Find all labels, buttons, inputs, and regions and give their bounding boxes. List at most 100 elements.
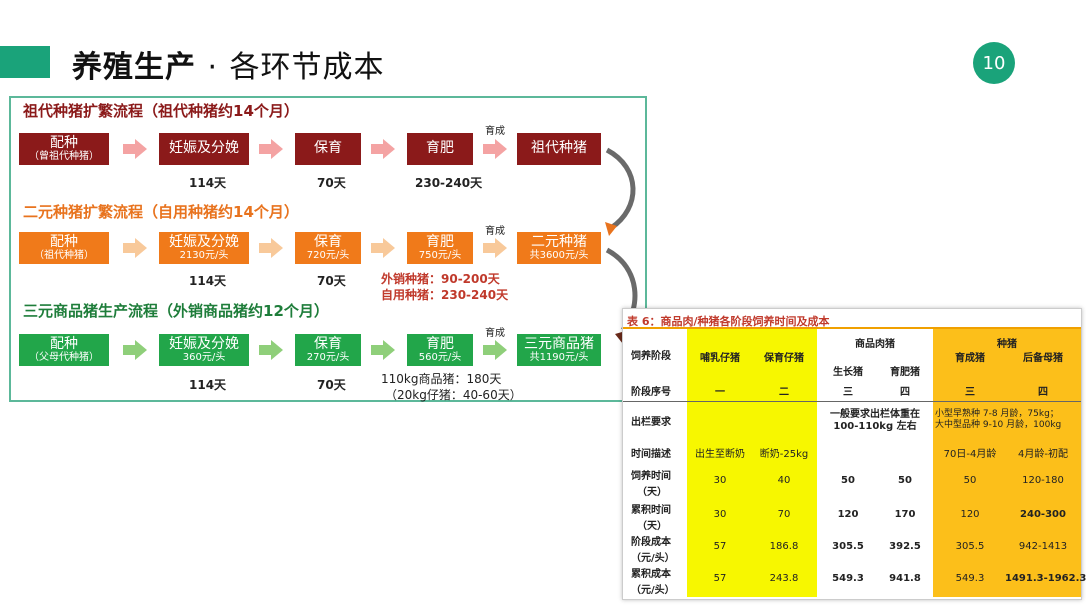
row-header: （元/头）: [631, 553, 675, 564]
title-sub: 各环节成本: [229, 50, 385, 85]
step-label: 配种: [50, 335, 78, 352]
step-label: 二元种猪: [531, 233, 587, 250]
requirement-line: 一般要求出栏体重在: [830, 409, 920, 420]
step-sub: （祖代种猪）: [34, 250, 94, 262]
title-separator: ·: [207, 50, 218, 85]
flow-step-finishing: 育肥: [407, 133, 473, 165]
piglet-columns-bg: [687, 329, 817, 597]
flow-step-breeding: 配种 （曾祖代种猪）: [19, 133, 109, 165]
table-cell-seq: 三: [965, 387, 975, 398]
table-cell-seq: 四: [1038, 387, 1048, 398]
duration-label: 230-240天: [415, 176, 483, 190]
step-label: 三元商品猪: [524, 335, 594, 352]
flow-heading-commercial: 三元商品猪生产流程（外销商品猪约12个月）: [23, 302, 329, 320]
step-label: 育肥: [426, 335, 454, 352]
requirement-line: 小型早熟种 7-8 月龄，75kg；: [935, 409, 1059, 419]
flow-step-result: 祖代种猪: [517, 133, 601, 165]
table-cell-cost: 392.5: [889, 541, 921, 552]
table-cell-desc: 70日-4月龄: [943, 449, 997, 460]
flow-arrows: [123, 139, 638, 360]
step-sub: 360元/头: [182, 352, 226, 364]
duration-label: 114天: [189, 176, 227, 190]
step-sub: （曾祖代种猪）: [29, 151, 99, 163]
flow-heading-grandparent: 祖代种猪扩繁流程（祖代种猪约14个月）: [23, 102, 299, 120]
commercial-columns-bg: [817, 329, 933, 597]
arrow-label: 育成: [485, 226, 505, 237]
table-cell-cum-cost: 941.8: [889, 573, 921, 584]
table-cell-days: 120-180: [1022, 475, 1064, 486]
table-cell-desc: 出生至断奶: [695, 449, 745, 460]
row-header: 饲养阶段: [631, 351, 671, 362]
flow-step-breeding: 配种 （父母代种猪）: [19, 334, 109, 366]
step-label: 保育: [314, 335, 342, 352]
table-cell-cum-cost: 549.3: [832, 573, 864, 584]
row-header: 出栏要求: [631, 417, 671, 428]
step-sub: 270元/头: [306, 352, 350, 364]
step-label: 育肥: [426, 140, 454, 157]
step-label: 保育: [314, 140, 342, 157]
arrow-right-icon: [123, 139, 507, 159]
flow-step-result: 三元商品猪 共1190元/头: [517, 334, 601, 366]
step-label: 保育: [314, 233, 342, 250]
caption-divider: [623, 327, 1081, 329]
table-cell-cum-cost: 549.3: [955, 573, 985, 584]
arrow-label: 育成: [485, 126, 505, 137]
table-cell-seq: 二: [779, 387, 789, 398]
flow-step-finishing: 育肥 560元/头: [407, 334, 473, 366]
step-sub: 共3600元/头: [529, 250, 589, 262]
table-cell-cost: 186.8: [769, 541, 799, 552]
row-header: 阶段成本: [631, 537, 671, 548]
table-cell-desc: 断奶-25kg: [759, 449, 809, 460]
row-header: （天）: [637, 521, 667, 532]
table-cell-cost: 305.5: [955, 541, 985, 552]
breeding-requirement: 小型早熟种 7-8 月龄，75kg； 大中型品种 9-10 月龄，100kg: [935, 409, 1081, 431]
requirement-line: 100-110kg 左右: [833, 421, 917, 432]
row-header: （天）: [637, 487, 667, 498]
table-cell-cum-cost: 1491.3-1962.3: [1005, 573, 1086, 584]
title-accent-bar: [0, 46, 50, 78]
table-cell-cum-days: 120: [960, 509, 980, 520]
row-header: 阶段序号: [631, 387, 671, 398]
table-cell-cum-days: 70: [777, 509, 791, 520]
breeding-columns-bg: [933, 329, 1081, 597]
table-cell-cum-days: 30: [713, 509, 727, 520]
table-cell-stage: 育肥猪: [890, 367, 920, 378]
commercial-requirement: 一般要求出栏体重在 100-110kg 左右: [821, 409, 929, 433]
duration-label: 70天: [317, 378, 346, 392]
row-header: （元/头）: [631, 585, 675, 596]
table-cell-seq: 四: [900, 387, 910, 398]
duration-label: 70天: [317, 176, 346, 190]
table-cell-cost: 942-1413: [1018, 541, 1068, 552]
step-label: 妊娠及分娩: [169, 233, 239, 250]
table-cell-cum-days: 240-300: [1020, 509, 1066, 520]
group-header-breeding: 种猪: [997, 339, 1017, 350]
step-sub: 750元/头: [418, 250, 462, 262]
step-label: 妊娠及分娩: [169, 335, 239, 352]
table-cell-days: 50: [963, 475, 977, 486]
duration-label: 110kg商品猪：180天: [381, 372, 502, 386]
step-sub: 2130元/头: [179, 250, 229, 262]
requirement-line: 大中型品种 9-10 月龄，100kg: [935, 419, 1062, 430]
step-label: 祖代种猪: [531, 140, 587, 157]
curve-arrow-icon: [605, 147, 636, 231]
flow-step-nursery: 保育 720元/头: [295, 232, 361, 264]
page-number-badge: 10: [973, 42, 1015, 84]
table-cell-cum-days: 170: [894, 509, 916, 520]
flow-step-finishing: 育肥 750元/头: [407, 232, 473, 264]
table-caption: 表 6：商品肉/种猪各阶段饲养时间及成本: [627, 315, 830, 328]
duration-label: 外销种猪：90-200天: [381, 272, 500, 286]
table-cell-stage: 育成猪: [955, 353, 985, 364]
duration-label: 70天: [317, 274, 346, 288]
duration-label: 自用种猪：230-240天: [381, 288, 509, 302]
table-cell-cum-days: 120: [837, 509, 859, 520]
table-cell-cum-cost: 243.8: [769, 573, 799, 584]
flow-step-nursery: 保育 270元/头: [295, 334, 361, 366]
title-main: 养殖生产: [72, 50, 196, 85]
page-title: 养殖生产 · 各环节成本: [72, 42, 384, 86]
arrow-right-icon: [123, 340, 507, 360]
table-cell-stage: 后备母猪: [1023, 353, 1063, 364]
flow-step-result: 二元种猪 共3600元/头: [517, 232, 601, 264]
table-cell-cost: 57: [713, 541, 727, 552]
flow-step-nursery: 保育: [295, 133, 361, 165]
step-label: 配种: [50, 233, 78, 250]
